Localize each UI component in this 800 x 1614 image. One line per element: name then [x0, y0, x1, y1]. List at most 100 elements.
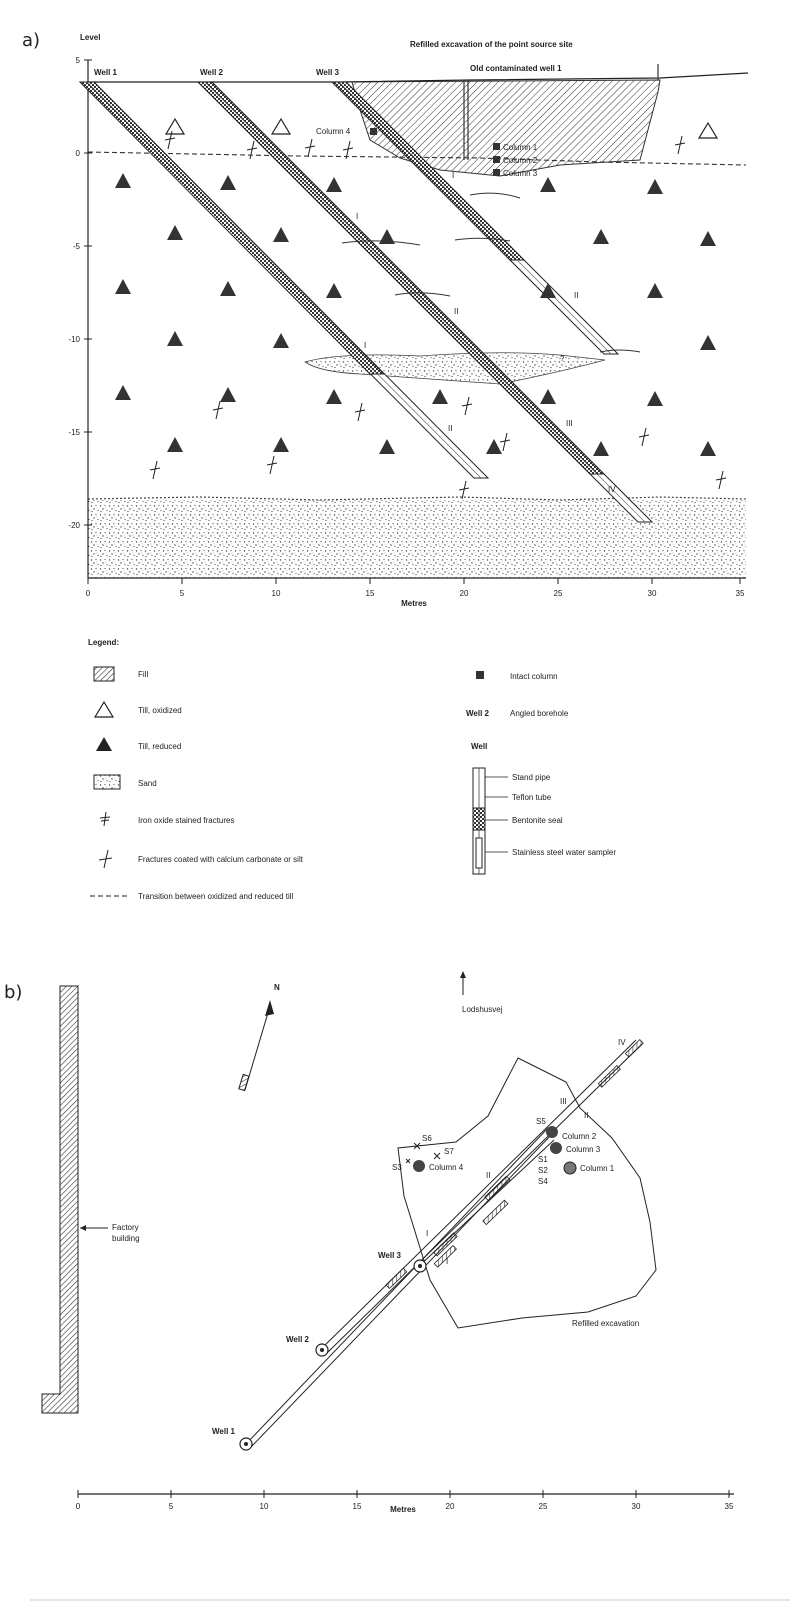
road-label: Lodshusvej	[462, 1005, 503, 1014]
till-reduced-marker	[432, 389, 448, 404]
legend-fill-swatch	[93, 666, 115, 682]
intact-column-marker	[493, 156, 500, 163]
fracture-symbol	[246, 140, 258, 160]
borehole-well-1	[78, 81, 490, 479]
plan-screen-label: II	[584, 1111, 588, 1120]
legend-well-part: Bentonite seal	[512, 816, 563, 825]
legend-iron-fracture-icon	[99, 811, 111, 827]
x-ticks	[87, 578, 741, 584]
sample-label: S6	[422, 1134, 432, 1143]
legend-label: Iron oxide stained fractures	[138, 816, 235, 825]
till-reduced-marker	[115, 385, 131, 400]
intact-column-marker	[493, 169, 500, 176]
till-oxidized-marker	[164, 117, 186, 135]
well-3-marker-dot	[418, 1264, 422, 1268]
y-tick-label: -5	[73, 242, 81, 251]
fracture-symbol	[638, 427, 650, 447]
till-reduced-marker	[700, 335, 716, 350]
fracture-symbol	[461, 396, 473, 416]
sand-top-boundary	[87, 496, 747, 501]
sample-label: S7	[444, 1147, 454, 1156]
till-reduced-marker	[115, 279, 131, 294]
y-tick-label: -20	[68, 521, 80, 530]
old-contaminated-well-label: Old contaminated well 1	[470, 64, 562, 73]
screen-label: III	[566, 419, 573, 428]
till-reduced-marker	[167, 225, 183, 240]
fracture-lines	[341, 192, 641, 353]
panel-a-header: Refilled excavation of the point source …	[410, 40, 573, 49]
y-tick-label: -10	[68, 335, 80, 344]
screen-label: I	[364, 341, 366, 350]
till-oxidized-marker	[697, 121, 719, 139]
fracture-symbol	[342, 140, 354, 160]
legend-label: Till, oxidized	[138, 706, 182, 715]
legend-well-part: Teflon tube	[512, 793, 552, 802]
column-4-marker	[413, 1160, 425, 1172]
till-reduced-marker	[273, 227, 289, 242]
plan-x-axis-label: Metres	[390, 1505, 416, 1514]
x-tick-label: 35	[736, 589, 745, 598]
legend-sand-swatch	[93, 774, 121, 790]
column-label: Column 2	[503, 156, 538, 165]
panel-a-label: a)	[22, 30, 40, 51]
factory-pointer-arrow	[80, 1225, 86, 1231]
well-label: Well 1	[94, 68, 118, 77]
fracture-symbol	[715, 470, 727, 490]
sand-lens	[304, 352, 606, 385]
column-label: Column 3	[503, 169, 538, 178]
till-markers	[115, 117, 719, 456]
plan-borehole-well-2	[319, 1039, 643, 1355]
screen-label: IV	[608, 485, 616, 494]
plan-well-label: Well 3	[378, 1251, 402, 1260]
sample-crosses	[405, 1142, 441, 1164]
plan-screen-label: I	[446, 1257, 448, 1266]
x-tick-label: 15	[366, 589, 375, 598]
till-reduced-marker	[167, 437, 183, 452]
factory-building-wall	[41, 985, 79, 1414]
till-reduced-marker	[379, 439, 395, 454]
x-tick-label: 10	[272, 589, 281, 598]
borehole-well-2	[196, 81, 654, 523]
well-2-marker-dot	[320, 1348, 324, 1352]
legend-label: Till, reduced	[138, 742, 181, 751]
screen-label: II	[574, 291, 578, 300]
till-reduced-marker	[540, 177, 556, 192]
factory-label: Factory	[112, 1223, 139, 1232]
column-label: Column 4	[316, 127, 351, 136]
legend-well-symbol: Well 2	[466, 709, 490, 718]
legend-well-part: Stand pipe	[512, 773, 551, 782]
column-1-marker	[563, 1161, 577, 1175]
till-reduced-marker	[220, 175, 236, 190]
x-axis-label: Metres	[401, 599, 427, 608]
till-reduced-marker	[220, 387, 236, 402]
factory-label: building	[112, 1234, 140, 1243]
legend-calcium-fracture-icon	[98, 849, 113, 869]
y-tick-label: 5	[76, 56, 81, 65]
x-tick-label: 25	[554, 589, 563, 598]
fracture-symbol	[354, 402, 366, 422]
x-tick-label: 20	[460, 589, 469, 598]
till-reduced-marker	[540, 283, 556, 298]
sample-label: S2	[538, 1166, 548, 1175]
oxidized-reduced-transition	[87, 151, 747, 166]
legend-well-heading: Well	[471, 742, 487, 751]
fracture-symbol	[674, 135, 686, 155]
column-2-marker	[546, 1126, 558, 1138]
north-label: N	[274, 983, 280, 992]
plan-x-tick-label: 25	[539, 1502, 548, 1511]
y-tick-label: 0	[76, 149, 81, 158]
plan-column-label: Column 2	[562, 1132, 597, 1141]
till-reduced-marker	[167, 331, 183, 346]
plan-x-tick-label: 0	[76, 1502, 81, 1511]
fracture-markers	[149, 130, 727, 500]
legend-title: Legend:	[88, 638, 119, 647]
plan-x-ticks	[77, 1490, 730, 1498]
x-tick-label: 5	[180, 589, 185, 598]
legend-intact-column-icon	[476, 671, 484, 679]
refilled-excavation-outline	[397, 1057, 657, 1329]
legend-label: Intact column	[510, 672, 558, 681]
till-reduced-marker	[647, 179, 663, 194]
well-label: Well 3	[316, 68, 340, 77]
legend-label: Sand	[138, 779, 157, 788]
